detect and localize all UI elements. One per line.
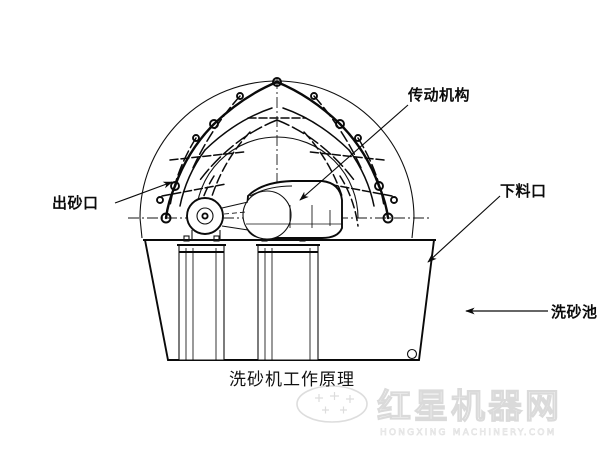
label-sand-outlet: 出砂口 (52, 194, 99, 212)
label-feed-inlet: 下料口 (500, 182, 547, 200)
diagram-caption: 洗砂机工作原理 (229, 370, 355, 390)
support-leg-right (256, 244, 320, 361)
watermark-latin-text: HONGXING MACHINERY.COM (380, 428, 557, 438)
watermark-star-icon (315, 392, 354, 414)
leader-feed-inlet (427, 195, 501, 263)
label-drive-mechanism: 传动机构 (407, 86, 470, 104)
drive-belt-upper (221, 201, 249, 209)
blade-joint-markers (156, 77, 398, 224)
wheel-rim-right-foot (411, 217, 415, 239)
annotation-leaders (114, 104, 548, 315)
watermark-chinese-text: 红星机器网 (377, 387, 562, 427)
gearbox-drum (242, 190, 292, 240)
leader-sand-outlet (114, 181, 173, 204)
drive-mechanism (186, 180, 343, 241)
motor-mount-bracket (191, 230, 221, 241)
motor-body (186, 197, 224, 235)
drive-belt-mid (223, 211, 247, 215)
bucket-wheel (128, 77, 430, 239)
motor-shaft-hub (196, 207, 214, 225)
support-legs (160, 235, 340, 361)
tank-drain-port-icon (406, 348, 418, 360)
wheel-rim-left-foot (139, 217, 143, 239)
watermark-oval-icon (296, 385, 368, 423)
motor-shaft-center (201, 212, 209, 220)
gearbox-cowl (249, 185, 293, 197)
base-bolt (213, 235, 220, 242)
leader-drive-mechanism (299, 104, 409, 201)
drive-belt-lower (221, 225, 249, 231)
watermark: 红星机器网 HONGXING MACHINERY.COM (296, 385, 562, 438)
base-bolt (183, 235, 190, 242)
wheel-blades (161, 80, 393, 227)
label-washing-tank: 洗砂池 (551, 303, 598, 321)
support-leg-left (177, 244, 226, 361)
